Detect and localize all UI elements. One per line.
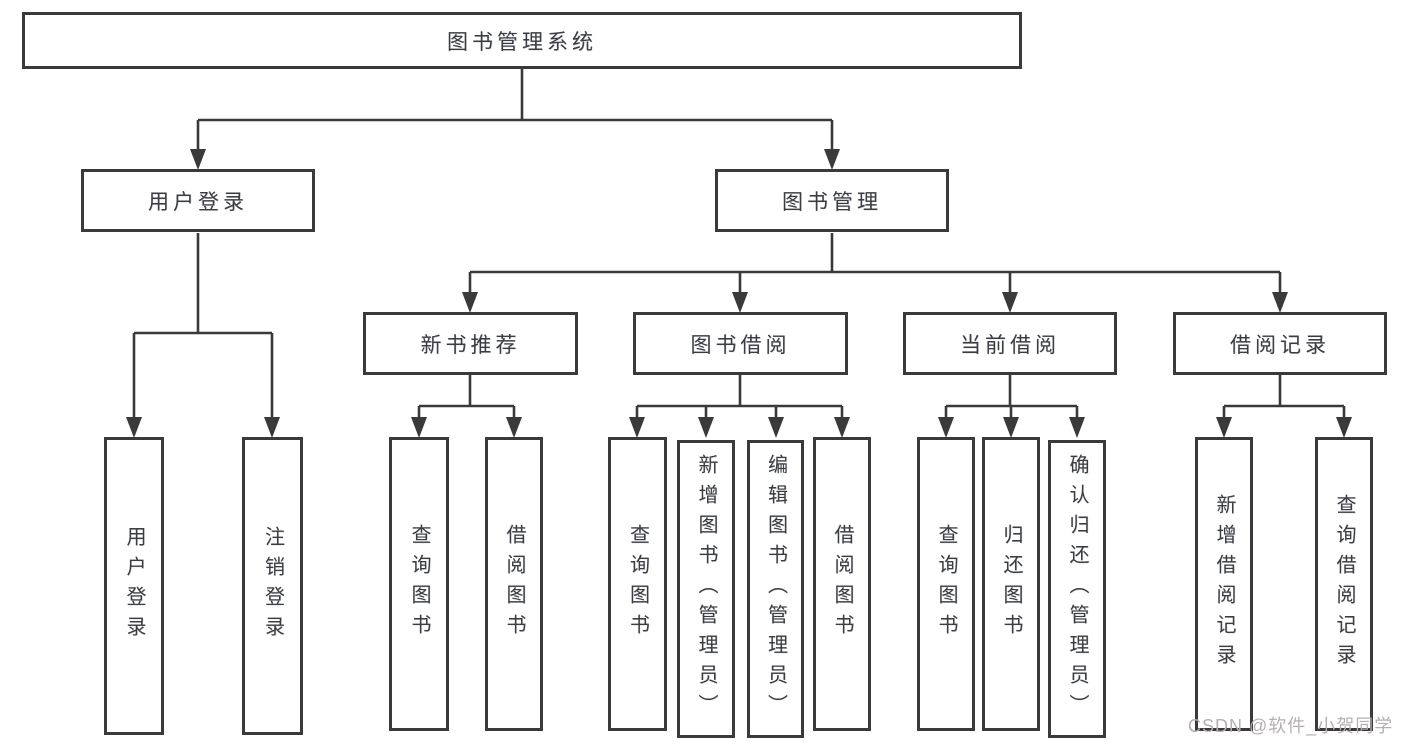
arrowhead-icon bbox=[1002, 292, 1018, 313]
arrowhead-icon bbox=[411, 417, 427, 438]
node-book-management: 图书管理 bbox=[715, 169, 949, 232]
arrowhead-icon bbox=[126, 417, 142, 438]
connector-line bbox=[132, 233, 274, 418]
arrowhead-icon bbox=[768, 417, 784, 438]
arrowhead-icon bbox=[698, 417, 714, 438]
leaf-label: 借阅图书 bbox=[503, 524, 525, 644]
leaf-borrow-book: 借阅图书 bbox=[813, 437, 871, 731]
connector-line bbox=[1222, 375, 1346, 419]
arrowhead-icon bbox=[629, 417, 645, 438]
connector-borrow-records-children bbox=[1216, 375, 1352, 438]
connector-book-borrow-children bbox=[629, 375, 850, 438]
connector-line bbox=[468, 233, 1282, 295]
node-label: 用户登录 bbox=[148, 190, 248, 214]
leaf-edit-book-admin: 编辑图书（管理员） bbox=[747, 440, 804, 738]
leaf-label: 查询图书 bbox=[935, 524, 957, 644]
leaf-recommend-borrow-book: 借阅图书 bbox=[485, 437, 543, 731]
leaf-add-borrow-record: 新增借阅记录 bbox=[1195, 437, 1253, 731]
node-new-book-recommend: 新书推荐 bbox=[363, 312, 578, 375]
arrowhead-icon bbox=[506, 417, 522, 438]
connector-line bbox=[196, 69, 834, 151]
leaf-user-login: 用户登录 bbox=[104, 437, 164, 735]
leaf-label: 借阅图书 bbox=[831, 524, 853, 644]
arrowhead-icon bbox=[1003, 417, 1019, 438]
arrowhead-icon bbox=[1069, 417, 1085, 438]
leaf-label: 查询图书 bbox=[408, 524, 430, 644]
leaf-recommend-query-book: 查询图书 bbox=[389, 437, 449, 731]
node-user-login: 用户登录 bbox=[81, 169, 315, 232]
leaf-add-book-admin: 新增图书（管理员） bbox=[677, 440, 735, 738]
node-label: 图书借阅 bbox=[690, 333, 791, 357]
arrowhead-icon bbox=[462, 292, 478, 313]
node-label: 图书管理 bbox=[782, 190, 882, 214]
arrowhead-icon bbox=[264, 417, 280, 438]
leaf-label: 确认归还（管理员） bbox=[1066, 454, 1088, 724]
connector-line bbox=[417, 375, 516, 419]
node-book-borrow: 图书借阅 bbox=[633, 312, 848, 375]
connector-line bbox=[635, 375, 844, 419]
arrowhead-icon bbox=[938, 417, 954, 438]
node-library-system-root: 图书管理系统 bbox=[22, 12, 1022, 69]
node-label: 图书管理系统 bbox=[447, 30, 597, 54]
connector-user-login-children bbox=[126, 233, 280, 438]
node-label: 当前借阅 bbox=[960, 333, 1060, 357]
leaf-label: 查询图书 bbox=[626, 524, 649, 644]
connector-current-borrow-children bbox=[938, 375, 1085, 438]
leaf-logout: 注销登录 bbox=[242, 437, 303, 735]
leaf-return-book: 归还图书 bbox=[982, 437, 1040, 731]
connector-new-book-recommend-children bbox=[411, 375, 522, 438]
connector-line bbox=[944, 375, 1079, 419]
leaf-label: 新增借阅记录 bbox=[1213, 494, 1235, 674]
arrowhead-icon bbox=[834, 417, 850, 438]
arrowhead-icon bbox=[732, 292, 748, 313]
arrowhead-icon bbox=[824, 149, 840, 170]
arrowhead-icon bbox=[190, 149, 206, 170]
node-current-borrow: 当前借阅 bbox=[903, 312, 1117, 375]
node-borrow-records: 借阅记录 bbox=[1173, 312, 1387, 375]
connector-root-to-level2 bbox=[190, 69, 840, 170]
arrowhead-icon bbox=[1336, 417, 1352, 438]
leaf-current-query-book: 查询图书 bbox=[917, 437, 975, 731]
leaf-label: 编辑图书（管理员） bbox=[764, 454, 787, 724]
node-label: 新书推荐 bbox=[420, 333, 521, 357]
connector-book-management-children bbox=[462, 233, 1288, 313]
leaf-borrow-query-book: 查询图书 bbox=[608, 437, 667, 731]
leaf-label: 查询借阅记录 bbox=[1333, 494, 1355, 674]
node-label: 借阅记录 bbox=[1230, 333, 1330, 357]
leaf-label: 新增图书（管理员） bbox=[695, 454, 717, 724]
arrowhead-icon bbox=[1272, 292, 1288, 313]
leaf-confirm-return-admin: 确认归还（管理员） bbox=[1048, 440, 1106, 738]
leaf-label: 归还图书 bbox=[1000, 524, 1022, 644]
csdn-watermark: CSDN @软件_小贺同学 bbox=[1188, 716, 1394, 736]
leaf-label: 用户登录 bbox=[123, 526, 145, 646]
leaf-label: 注销登录 bbox=[261, 526, 284, 646]
arrowhead-icon bbox=[1216, 417, 1232, 438]
leaf-query-borrow-record: 查询借阅记录 bbox=[1315, 437, 1373, 731]
